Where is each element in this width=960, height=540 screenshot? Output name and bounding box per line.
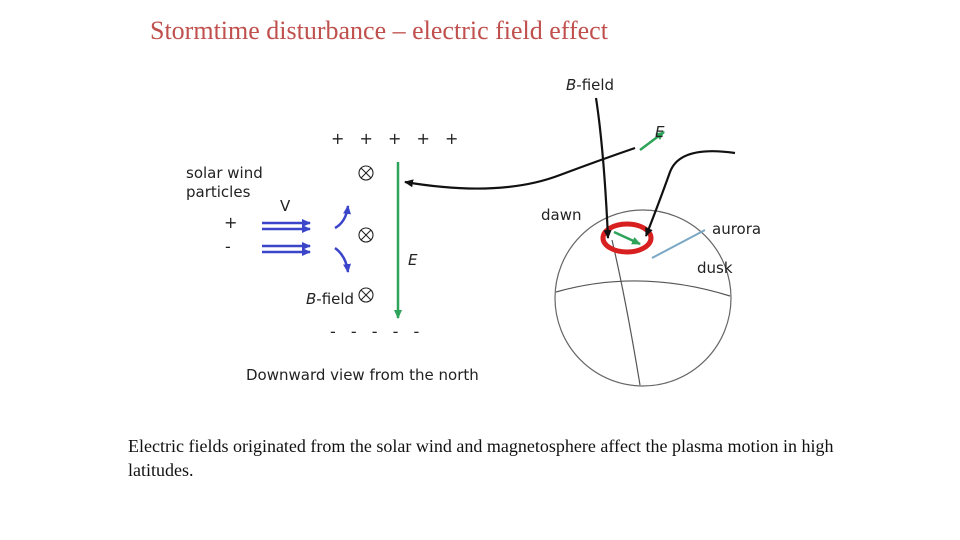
b-field-line-to-plasma [404,146,636,190]
aurora-pointer [651,229,706,259]
solar-wind-label-line1: solar wind [186,164,263,182]
deflection-arrow-up [334,205,351,230]
b-field-line-left [594,97,612,239]
aurora-label: aurora [712,220,762,238]
e-field-arrow-polar [613,230,641,246]
minus-charge-label: - [225,237,231,256]
aurora-oval [600,221,654,255]
circle-x-into-page-icon [358,165,374,181]
dawn-label: dawn [541,206,582,224]
caption-text: Electric fields originated from the sola… [128,436,834,480]
plus-charge-label: + [224,213,238,232]
circle-x-into-page-icon [358,227,374,243]
velocity-label: V [280,197,291,215]
b-field-line-right [644,150,736,237]
b-field-label-top: B-field [566,76,615,94]
minus-charges-row: - - - - - [330,322,420,341]
b-field-label-bottom: B-field [306,290,355,308]
earth-globe [554,209,732,387]
page-title: Stormtime disturbance – electric field e… [150,16,608,45]
e-field-arrow-top [639,131,665,151]
e-field-label-middle: E [408,251,418,269]
dusk-label: dusk [697,259,733,277]
circle-x-into-page-icon [358,287,374,303]
downward-view-label: Downward view from the north [246,366,479,384]
e-field-label-top: E [655,123,665,141]
deflection-arrow-down [334,246,351,273]
plus-charges-row: + + + + + [331,129,459,148]
solar-wind-label-line2: particles [186,183,251,201]
